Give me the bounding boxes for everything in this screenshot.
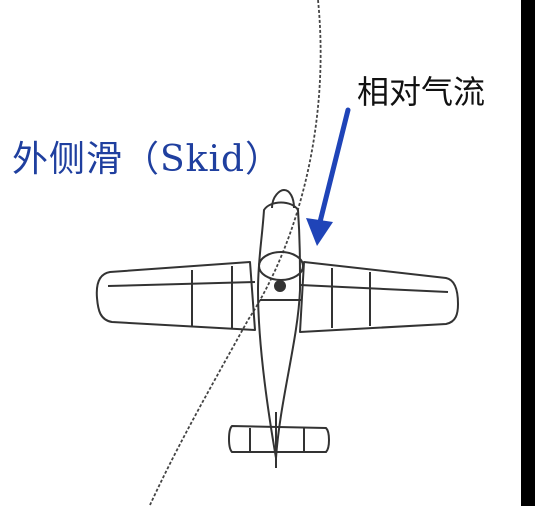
airplane-fuselage <box>257 201 301 459</box>
airplane-wing-left <box>95 261 256 331</box>
skid-label: 外侧滑（Skid） <box>12 139 283 180</box>
right-edge-bar <box>521 0 535 506</box>
airplane-nose <box>271 189 295 209</box>
airplane-tail <box>228 425 330 453</box>
airplane-cockpit <box>258 251 304 281</box>
flight-path-curve <box>149 0 322 506</box>
relative-wind-arrow-icon <box>306 107 351 246</box>
airplane-wing-right <box>299 261 459 333</box>
airplane-center-marker <box>274 280 286 292</box>
airplane-icon <box>95 189 459 468</box>
relative-wind-label: 相对气流 <box>357 73 486 111</box>
